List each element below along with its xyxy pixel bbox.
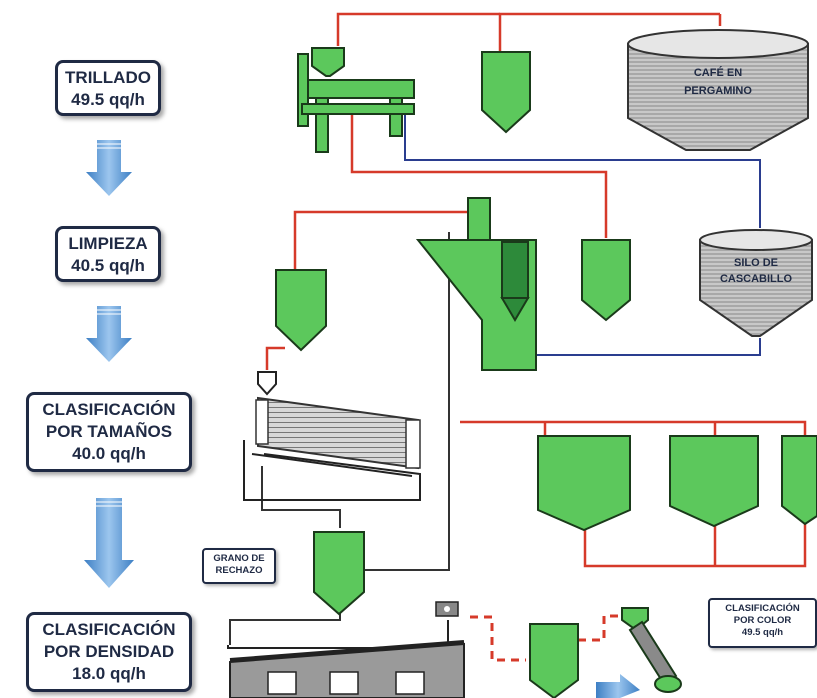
label-color-line2: POR COLOR: [733, 615, 792, 626]
label-color-line1: CLASIFICACIÓN: [725, 603, 800, 614]
flow-arrow-color: [596, 674, 640, 698]
stage-densidad-name-line1: CLASIFICACIÓN: [42, 620, 176, 639]
stage-limpieza-name: LIMPIEZA: [68, 234, 148, 253]
stage-densidad-rate: 18.0 qq/h: [72, 664, 146, 683]
flow-arrow-3: [84, 498, 134, 588]
stage-limpieza-rate: 40.5 qq/h: [71, 256, 145, 275]
color-sorter-machine: [621, 607, 682, 693]
stage-trillado: TRILLADO 49.5 qq/h: [55, 60, 161, 116]
stage-clasificacion-densidad: CLASIFICACIÓN POR DENSIDAD 18.0 qq/h: [26, 612, 192, 692]
silo-cascabillo: SILO DE CASCABILLO: [699, 229, 813, 337]
huller-machine: [297, 47, 415, 153]
silo-cascabillo-label-2: CASCABILLO: [720, 273, 793, 285]
stage-tamanos-name-line1: CLASIFICACIÓN: [42, 400, 176, 419]
label-grano-rechazo: GRANO DE RECHAZO: [202, 548, 276, 584]
stage-tamanos-name-line2: POR TAMAÑOS: [45, 422, 173, 441]
hopper-rechazo: [313, 531, 365, 616]
blue-pipes: [404, 110, 761, 356]
stage-clasificacion-tamanos: CLASIFICACIÓN POR TAMAÑOS 40.0 qq/h: [26, 392, 192, 472]
red-dashed-path: [470, 614, 622, 662]
flow-arrow-2: [86, 306, 132, 362]
hopper-cleaner: [581, 239, 631, 322]
bin-1: [537, 435, 631, 532]
stage-tamanos-rate: 40.0 qq/h: [72, 444, 146, 463]
stage-trillado-name: TRILLADO: [65, 68, 151, 87]
stage-densidad-name-line2: POR DENSIDAD: [43, 642, 175, 661]
density-table: [227, 601, 465, 698]
hopper-bottom: [529, 623, 579, 698]
silo-cafe-pergamino: CAFÉ EN PERGAMINO: [627, 29, 809, 151]
red-pipes: [265, 12, 807, 568]
size-classifier-screen: [243, 371, 421, 501]
silo-cafe-label-1: CAFÉ EN: [694, 66, 742, 79]
silo-cascabillo-label-1: SILO DE: [734, 257, 778, 269]
bin-2: [669, 435, 759, 528]
dark-connectors: [229, 232, 450, 645]
bin-3: [781, 435, 817, 526]
label-rechazo-line2: RECHAZO: [215, 565, 263, 576]
cleaning-machine: [415, 197, 537, 371]
stage-limpieza: LIMPIEZA 40.5 qq/h: [55, 226, 161, 282]
silo-cafe-label-2: PERGAMINO: [684, 85, 752, 97]
flow-arrow-1: [86, 140, 132, 196]
label-color-rate: 49.5 qq/h: [741, 627, 784, 638]
label-clasificacion-color: CLASIFICACIÓN POR COLOR 49.5 qq/h: [708, 598, 817, 648]
stage-trillado-rate: 49.5 qq/h: [71, 90, 145, 109]
hopper-left: [275, 269, 327, 352]
label-rechazo-line1: GRANO DE: [213, 553, 265, 564]
hopper-top: [481, 51, 531, 134]
